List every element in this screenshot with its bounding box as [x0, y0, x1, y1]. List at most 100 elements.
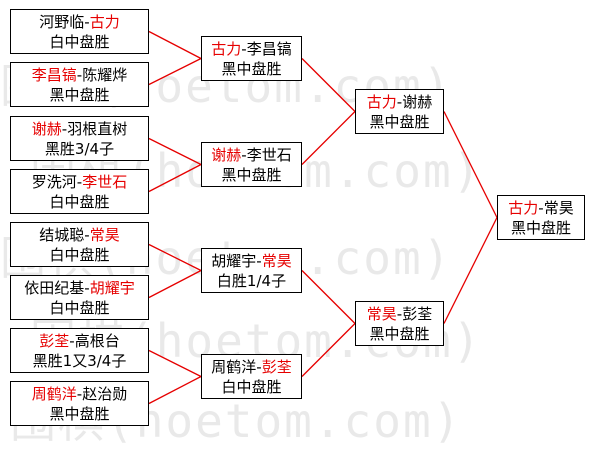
- match-players: 谢赫-李世石: [202, 145, 301, 165]
- connector-line: [301, 111, 356, 165]
- match-players: 周鹤洋-彭荃: [202, 357, 301, 377]
- match-result: 黑中盘胜: [221, 166, 282, 184]
- bracket-connectors: [148, 30, 498, 405]
- vs-separator: -: [396, 93, 403, 111]
- match-result: 黑中盘胜: [369, 325, 430, 343]
- vs-separator: -: [256, 358, 262, 376]
- match-box-r1m5: 结城聪-常昊白中盘胜: [10, 222, 149, 267]
- match-box-r2m2: 谢赫-李世石黑中盘胜: [201, 142, 302, 187]
- connector-line: [443, 217, 498, 324]
- vs-separator: -: [76, 173, 83, 191]
- winner-name: 古力: [211, 40, 242, 58]
- match-players: 常昊-彭荃: [356, 304, 443, 324]
- match-result: 白中盘胜: [221, 378, 282, 396]
- winner-name: 彭荃: [39, 332, 70, 350]
- winner-name: 常昊: [89, 226, 120, 244]
- player-name: 结城聪: [39, 226, 85, 244]
- match-box-r3m2: 常昊-彭荃黑中盘胜: [355, 301, 444, 346]
- vs-separator: -: [76, 66, 83, 84]
- connector-line: [148, 375, 202, 405]
- match-box-r1m6: 依田纪基-胡耀宇白中盘胜: [10, 275, 149, 320]
- match-players: 古力-常昊: [498, 198, 584, 218]
- match-result: 黑中盘胜: [49, 405, 110, 423]
- winner-name: 谢赫: [211, 146, 242, 164]
- vs-separator: -: [241, 146, 247, 164]
- vs-separator: -: [84, 226, 90, 244]
- player-name: 羽根直树: [67, 120, 128, 138]
- match-players: 河野临-古力: [11, 12, 148, 32]
- vs-separator: -: [256, 252, 262, 270]
- winner-name: 常昊: [261, 252, 292, 270]
- winner-name: 胡耀宇: [89, 279, 135, 297]
- player-name: 河野临: [39, 13, 85, 31]
- match-box-r1m7: 彭荃-高根台黑胜1又3/4子: [10, 328, 149, 373]
- player-name: 彭荃: [402, 305, 433, 323]
- player-name: 谢赫: [402, 93, 433, 111]
- vs-separator: -: [396, 305, 403, 323]
- winner-name: 古力: [366, 93, 397, 111]
- match-box-r2m4: 周鹤洋-彭荃白中盘胜: [201, 354, 302, 399]
- match-box-r1m4: 罗洗河-李世石白中盘胜: [10, 169, 149, 214]
- match-result: 黑中盘胜: [49, 86, 110, 104]
- match-result: 白中盘胜: [49, 299, 110, 317]
- match-box-r1m1: 河野临-古力白中盘胜: [10, 9, 149, 54]
- connector-line: [148, 243, 202, 272]
- connector-line: [148, 137, 202, 166]
- match-players: 古力-李昌镐: [202, 39, 301, 59]
- connector-line: [148, 349, 202, 378]
- match-result: 白胜1/4子: [216, 272, 287, 290]
- match-players: 李昌镐-陈耀烨: [11, 65, 148, 85]
- player-name: 依田纪基: [24, 279, 85, 297]
- player-name: 李昌镐: [246, 40, 292, 58]
- player-name: 陈耀烨: [82, 66, 128, 84]
- winner-name: 古力: [508, 199, 539, 217]
- winner-name: 李昌镐: [31, 66, 77, 84]
- match-result: 白中盘胜: [49, 33, 110, 51]
- winner-name: 周鹤洋: [31, 385, 77, 403]
- match-box-r2m3: 胡耀宇-常昊白胜1/4子: [201, 248, 302, 293]
- winner-name: 常昊: [366, 305, 397, 323]
- match-box-r4m1: 古力-常昊黑中盘胜: [497, 195, 585, 240]
- match-players: 彭荃-高根台: [11, 331, 148, 351]
- player-name: 胡耀宇: [211, 252, 257, 270]
- match-box-r1m8: 周鹤洋-赵治勋黑中盘胜: [10, 381, 149, 426]
- vs-separator: -: [76, 385, 83, 403]
- match-result: 黑中盘胜: [369, 113, 430, 131]
- winner-name: 彭荃: [261, 358, 292, 376]
- connector-line: [301, 270, 356, 324]
- winner-name: 古力: [89, 13, 120, 31]
- connector-line: [443, 111, 498, 218]
- player-name: 罗洗河: [31, 173, 77, 191]
- connector-line: [148, 57, 202, 86]
- match-players: 胡耀宇-常昊: [202, 251, 301, 271]
- match-players: 谢赫-羽根直树: [11, 119, 148, 139]
- vs-separator: -: [69, 332, 75, 350]
- player-name: 李世石: [246, 146, 292, 164]
- winner-name: 谢赫: [31, 120, 62, 138]
- match-players: 依田纪基-胡耀宇: [11, 278, 148, 298]
- vs-separator: -: [241, 40, 247, 58]
- connector-line: [148, 269, 202, 299]
- match-players: 古力-谢赫: [356, 92, 443, 112]
- connector-line: [148, 30, 202, 60]
- match-result: 白中盘胜: [49, 193, 110, 211]
- match-result: 白中盘胜: [49, 246, 110, 264]
- vs-separator: -: [84, 279, 90, 297]
- match-box-r2m1: 古力-李昌镐黑中盘胜: [201, 36, 302, 81]
- match-result: 黑中盘胜: [221, 60, 282, 78]
- match-result: 黑中盘胜: [510, 219, 571, 237]
- match-players: 结城聪-常昊: [11, 225, 148, 245]
- match-players: 罗洗河-李世石: [11, 172, 148, 192]
- winner-name: 李世石: [82, 173, 128, 191]
- player-name: 周鹤洋: [211, 358, 257, 376]
- player-name: 高根台: [74, 332, 120, 350]
- match-box-r1m3: 谢赫-羽根直树黑胜3/4子: [10, 116, 149, 161]
- connector-line: [148, 163, 202, 193]
- match-box-r1m2: 李昌镐-陈耀烨黑中盘胜: [10, 62, 149, 107]
- player-name: 常昊: [543, 199, 574, 217]
- connector-line: [301, 323, 356, 377]
- match-box-r3m1: 古力-谢赫黑中盘胜: [355, 89, 444, 134]
- connector-line: [301, 58, 356, 112]
- match-players: 周鹤洋-赵治勋: [11, 384, 148, 404]
- vs-separator: -: [84, 13, 90, 31]
